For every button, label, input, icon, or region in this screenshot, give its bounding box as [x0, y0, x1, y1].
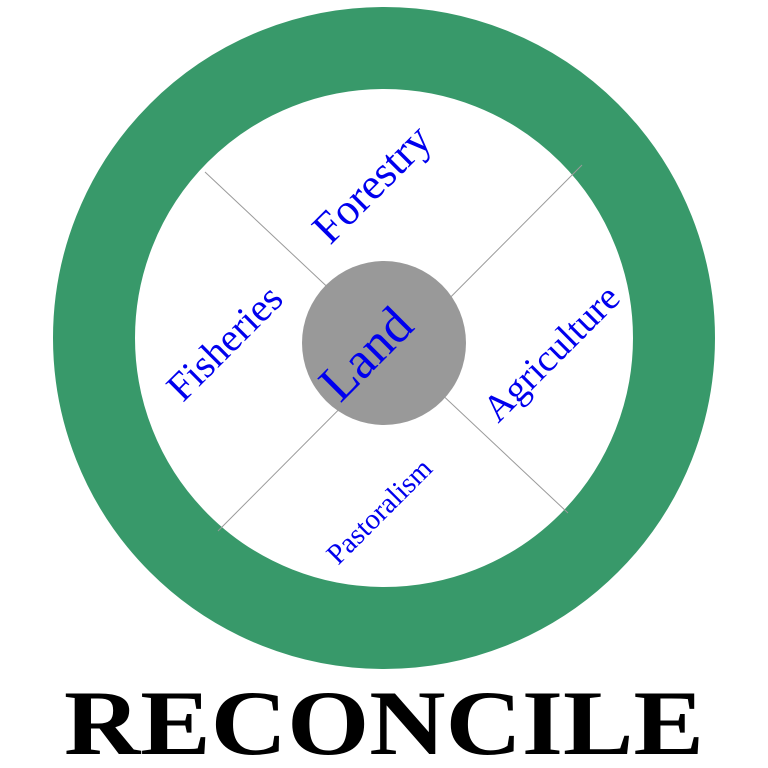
center-circle: [302, 261, 466, 425]
title: RECONCILE: [64, 672, 704, 768]
